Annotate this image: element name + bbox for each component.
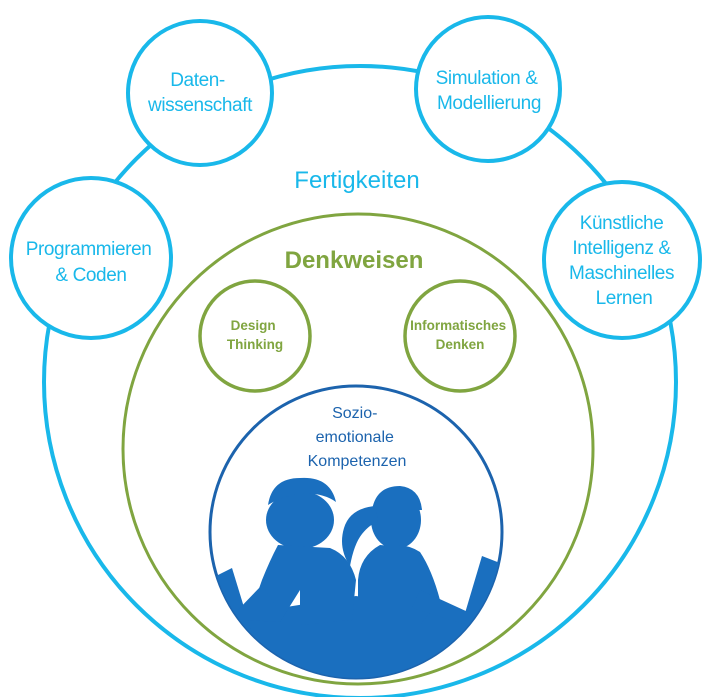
skill-label-line: Programmieren	[26, 239, 152, 260]
skill-label-line: Intelligenz &	[572, 238, 671, 259]
skill-circle-ai-ml	[542, 180, 702, 340]
skills-ring	[42, 64, 678, 697]
skill-label-line: wissenschaft	[147, 95, 253, 116]
mindset-label-line: Denken	[436, 337, 485, 352]
mindsets-heading: Denkweisen	[285, 247, 424, 274]
skill-label-data-science: Daten- wissenschaft	[147, 70, 253, 116]
skill-label-line: Daten-	[170, 70, 225, 91]
skill-circle-data-science	[126, 19, 274, 167]
skill-label-line: Modellierung	[437, 93, 541, 114]
mindset-label-design-thinking: Design Thinking	[227, 318, 283, 352]
socio-emotional-label-line: emotionale	[316, 429, 394, 446]
socio-emotional-label-line: Sozio-	[332, 405, 377, 422]
skill-label-programming: Programmieren & Coden	[26, 239, 157, 286]
skill-label-line: Künstliche	[580, 213, 664, 234]
skills-heading: Fertigkeiten	[294, 167, 419, 194]
skill-circle-programming	[9, 176, 173, 340]
mindset-label-computational-thinking: Informatisches Denken	[410, 318, 510, 352]
socio-emotional-label: Sozio- emotionale Kompetenzen	[308, 405, 407, 470]
socio-emotional-label-line: Kompetenzen	[308, 453, 407, 470]
mindset-label-line: Thinking	[227, 337, 283, 352]
mindsets-ring	[121, 212, 595, 686]
mindset-circle-design-thinking	[198, 279, 312, 393]
skill-circle-simulation	[414, 15, 562, 163]
skill-label-line: Lernen	[596, 288, 653, 309]
mindset-circle-computational-thinking	[403, 279, 517, 393]
skill-label-simulation: Simulation & Modellierung	[436, 68, 543, 114]
skill-label-line: Simulation &	[436, 68, 539, 89]
mindset-label-line: Informatisches	[410, 318, 506, 333]
skill-label-ai-ml: Künstliche Intelligenz & Maschinelles Le…	[569, 213, 679, 309]
skill-label-line: & Coden	[55, 265, 126, 286]
skill-label-line: Maschinelles	[569, 263, 674, 284]
mindset-label-line: Design	[231, 318, 276, 333]
